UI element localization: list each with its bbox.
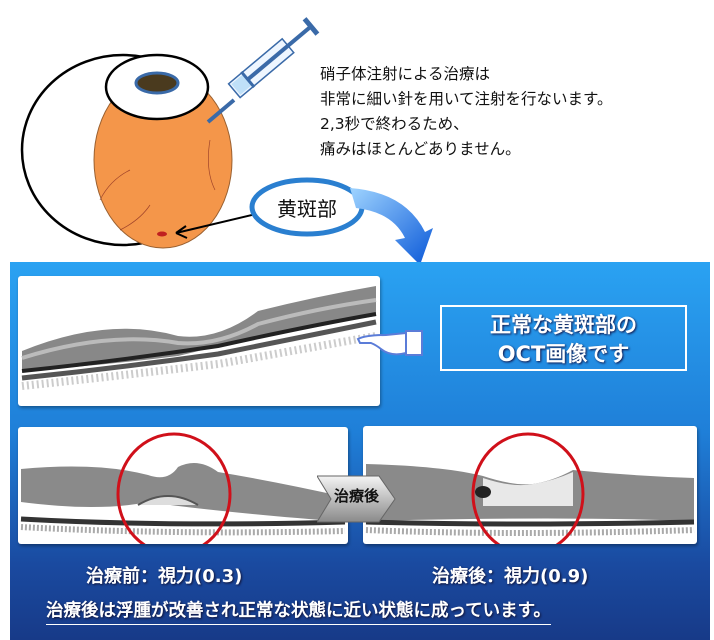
summary-text: 治療後は浮腫が改善され正常な状態に近い状態に成っています。 [46,597,551,625]
after-treatment-oct-image [363,426,697,544]
treatment-chevron-arrow-icon [317,475,396,523]
syringe-icon [206,17,320,124]
normal-oct-image [18,276,380,406]
highlight-circle [116,432,232,544]
description-line: 非常に細い針を用いて注射を行ないます。 [320,90,613,108]
normal-oct-label: 正常な黄斑部の OCT画像です [440,305,687,371]
description-line: 硝子体注射による治療は [320,65,491,83]
after-caption: 治療後：視力(0.9) [432,566,589,587]
pointing-hand-icon [356,330,423,356]
macula-callout-label: 黄斑部 [277,197,337,221]
injection-description: 硝子体注射による治療は 非常に細い針を用いて注射を行ないます。 2,3秒で終わる… [320,62,613,162]
arrowhead-icon [175,225,188,239]
eyeball-diagram [20,53,233,249]
transition-label: 治療後 [334,487,380,505]
macula-spot [157,231,167,237]
description-line: 2,3秒で終わるため、 [320,115,469,133]
curved-arrow-icon [350,188,433,262]
label-line: 正常な黄斑部の [490,313,637,337]
highlight-circle [471,432,585,544]
before-treatment-oct-image [18,427,348,544]
description-line: 痛みはほとんどありません。 [320,140,521,158]
label-line: OCT画像です [497,342,630,366]
eye-injection-illustration [20,17,433,262]
before-caption: 治療前：視力(0.3) [86,566,243,587]
